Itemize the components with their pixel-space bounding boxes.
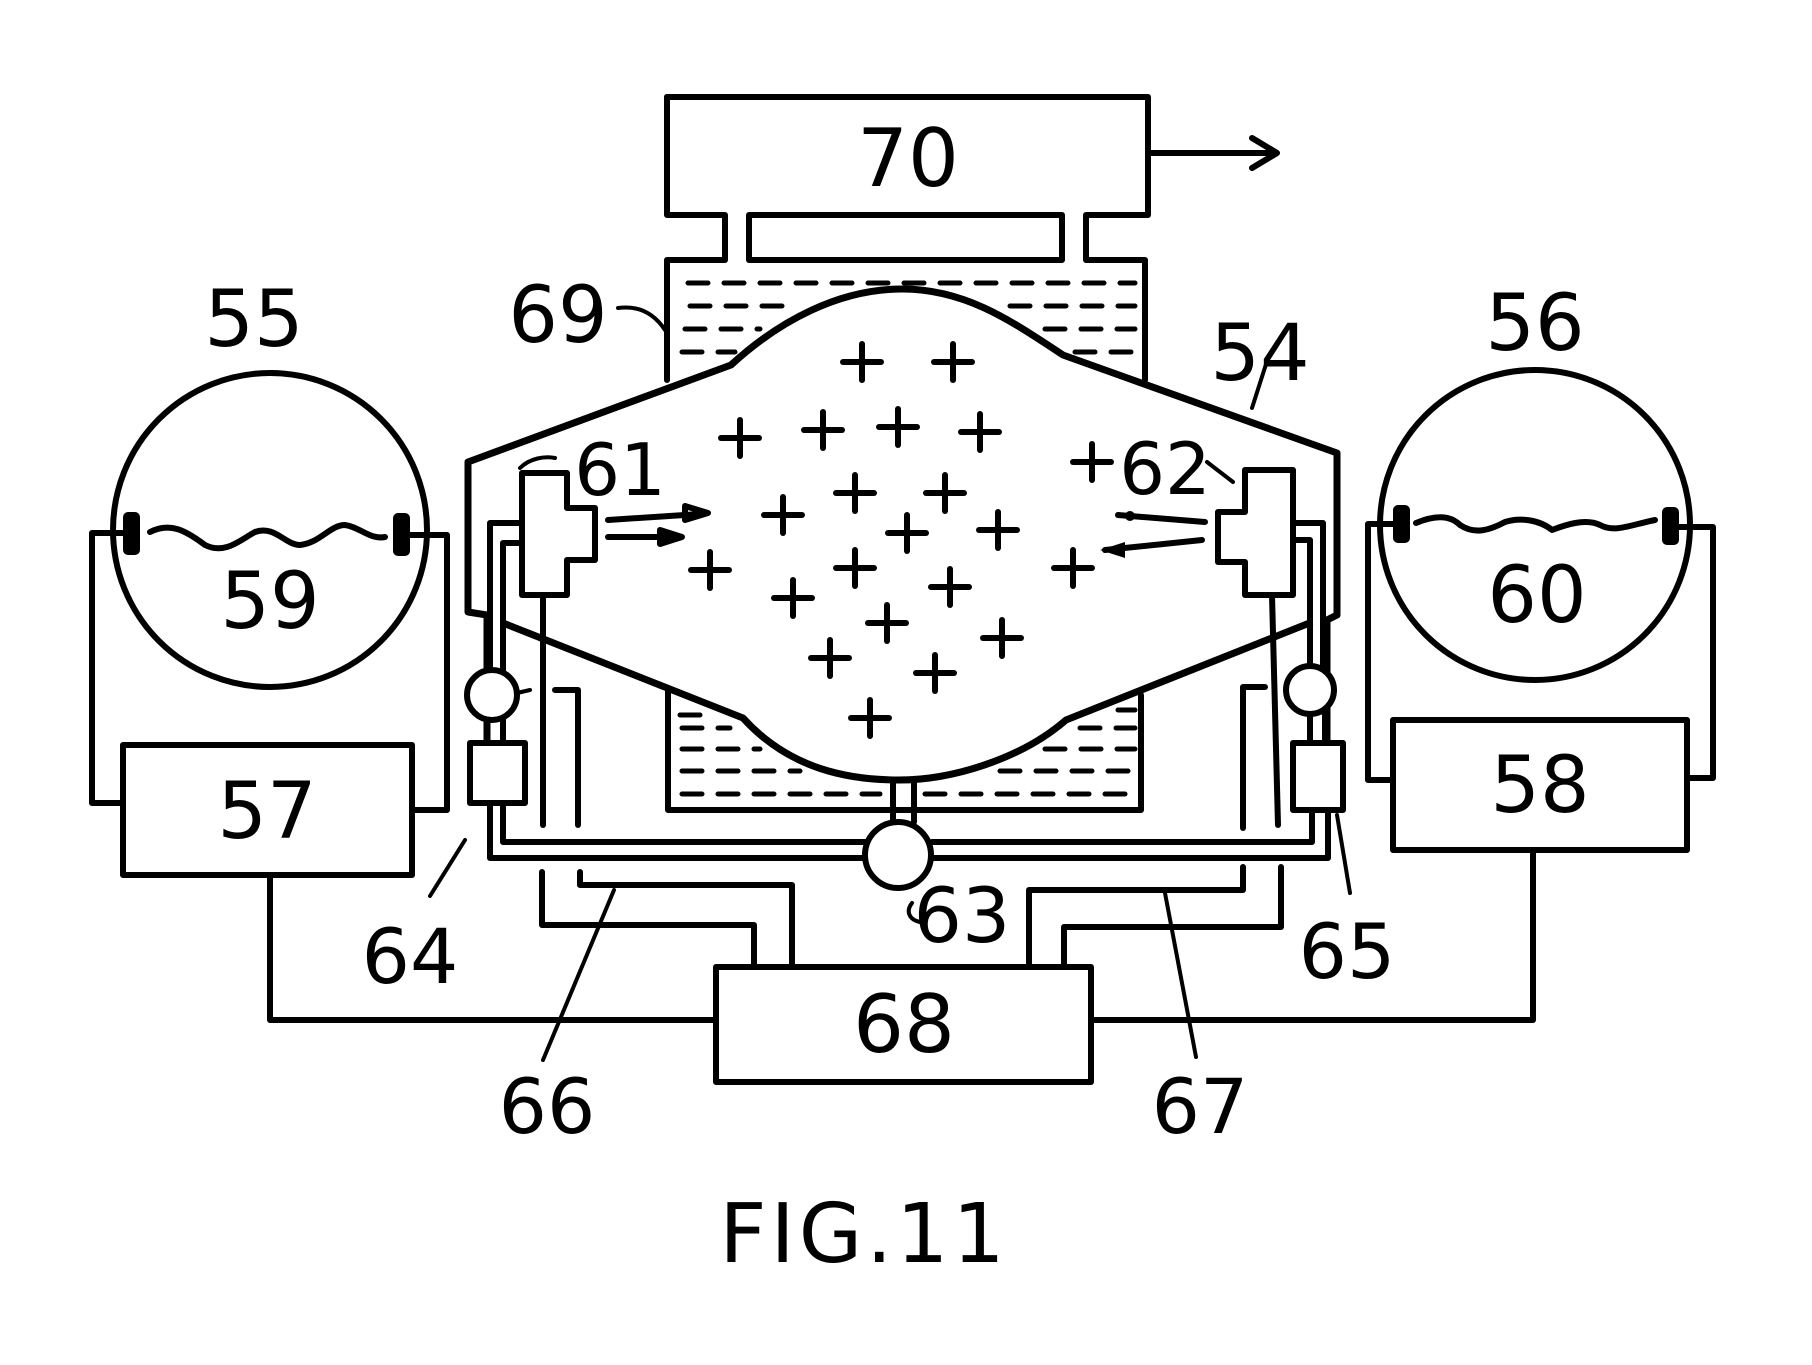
label-55: 55 — [204, 275, 303, 365]
plus-charge-icon — [876, 406, 920, 448]
electrolysis-cell-56 — [1365, 367, 1716, 783]
signal-line-right-b — [1061, 864, 1284, 970]
plus-charge-icon — [801, 409, 845, 451]
plus-charge-icon — [976, 509, 1020, 551]
label-69: 69 — [508, 271, 607, 361]
jacket-69-upper-liquid — [679, 280, 1138, 355]
leader-67 — [1163, 891, 1198, 1059]
signal-line-66 — [577, 869, 795, 970]
controller-68 — [713, 964, 1094, 1085]
plus-charge-icon — [840, 341, 884, 383]
left-pipe-network — [464, 520, 868, 861]
valve-65-box — [1290, 740, 1346, 813]
pump-63 — [862, 819, 934, 891]
box-70-inner-duct — [746, 212, 1065, 263]
label-60: 60 — [1487, 551, 1586, 641]
label-70: 70 — [857, 112, 959, 205]
ion-beam-arrow-left-icon — [1100, 511, 1208, 558]
label-56: 56 — [1485, 279, 1584, 369]
box-70-outline-right — [664, 94, 1151, 383]
electrolyte-wave — [147, 522, 388, 552]
plus-charge-icon — [931, 341, 975, 383]
label-62: 62 — [1119, 427, 1211, 511]
right-pipe-network — [929, 520, 1346, 861]
plus-charge-icon — [833, 472, 877, 514]
jacket-69-lower-liquid — [677, 707, 1138, 797]
plus-charge-icon — [928, 566, 972, 608]
ion-beam-arrow-icon — [605, 503, 711, 547]
hull-54 — [464, 285, 1341, 800]
label-65: 65 — [1299, 907, 1396, 996]
signal-line-67 — [1026, 864, 1246, 970]
leader-64 — [428, 838, 467, 898]
gun-62 — [1100, 460, 1296, 828]
electrode-left — [1393, 505, 1410, 543]
electrolysis-cell-55 — [89, 370, 450, 813]
label-54: 54 — [1210, 309, 1309, 399]
plus-charge-icon — [923, 472, 967, 514]
electrode-right — [1662, 507, 1679, 545]
label-59: 59 — [220, 557, 319, 647]
plus-charge-icon — [913, 652, 957, 694]
label-67: 67 — [1152, 1062, 1249, 1151]
heat-exchanger-70: 70 — [664, 94, 1280, 383]
electrode-left — [123, 512, 140, 555]
wire-56-left — [1365, 521, 1396, 783]
jacket-69-lower — [665, 685, 1144, 813]
label-68: 68 — [853, 978, 955, 1071]
wire-58-to-68 — [1088, 847, 1536, 1023]
label-57: 57 — [217, 767, 316, 857]
label-66: 66 — [499, 1062, 596, 1151]
plus-charge-icon — [718, 417, 762, 459]
box-70-outline-left — [664, 94, 728, 383]
label-61: 61 — [574, 428, 666, 512]
ion-charges — [688, 341, 1114, 739]
electrode-right — [393, 513, 410, 556]
figure-caption: FIG.11 — [719, 1187, 1008, 1282]
plus-charge-icon — [980, 617, 1024, 659]
hull-54-lower — [501, 618, 1314, 784]
plus-charge-icon — [958, 411, 1002, 453]
wire-55-left — [89, 530, 126, 806]
plus-charge-icon — [688, 549, 732, 591]
plus-charge-icon — [833, 547, 877, 589]
output-arrow-icon — [1145, 135, 1280, 171]
leader-54 — [1250, 356, 1270, 410]
signal-line-left-a — [539, 869, 757, 970]
wire-56-right — [1676, 524, 1716, 781]
wire-55-right — [407, 532, 450, 813]
label-58: 58 — [1490, 741, 1589, 831]
plus-charge-icon — [865, 602, 909, 644]
plus-charge-icon — [885, 512, 929, 554]
label-63: 63 — [914, 871, 1011, 960]
leader-63 — [906, 901, 922, 924]
power-supply-58 — [1390, 717, 1690, 853]
leader-66 — [541, 888, 616, 1062]
leader-65 — [1335, 813, 1352, 895]
plus-charge-icon — [848, 697, 892, 739]
electrolyte-wave — [1413, 514, 1658, 534]
valve-right-circle — [1283, 663, 1337, 717]
plus-charge-icon — [1070, 441, 1114, 483]
plus-charge-icon — [808, 637, 852, 679]
leader-69 — [616, 305, 667, 332]
gun-61 — [518, 455, 711, 828]
plus-charge-icon — [1051, 547, 1095, 589]
valve-64-box — [467, 740, 528, 806]
label-64: 64 — [362, 912, 459, 1001]
plus-charge-icon — [771, 577, 815, 619]
wire-57-to-68 — [267, 872, 719, 1023]
valve-left-circle — [464, 667, 520, 723]
plus-charge-icon — [761, 494, 805, 536]
